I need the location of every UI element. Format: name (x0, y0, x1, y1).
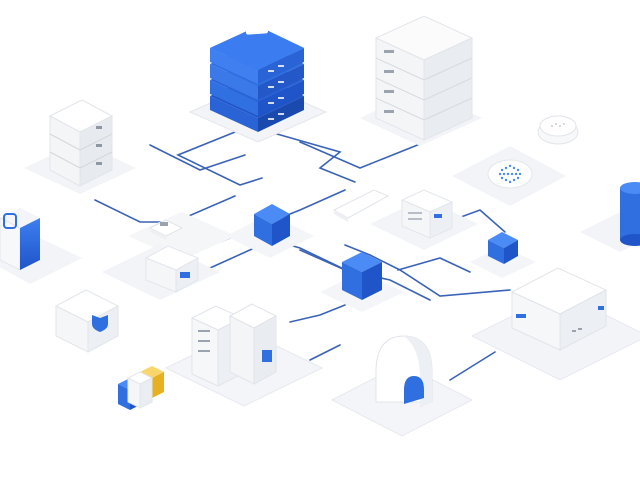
connection-line (299, 139, 431, 169)
gateway-icon (375, 335, 433, 408)
server-rack-icon (210, 21, 304, 132)
database-icon (620, 182, 640, 246)
blue-box-left (0, 208, 82, 284)
color-blocks (118, 366, 164, 410)
sensor-icon (539, 115, 577, 137)
connection-line (397, 257, 471, 273)
node-icon (488, 232, 518, 264)
blue-cube-mid (320, 252, 404, 312)
files-icon (190, 303, 278, 387)
blue-server-stack (188, 21, 328, 143)
connection-line (289, 304, 346, 323)
node-icon (342, 252, 382, 300)
server-icon (48, 99, 114, 187)
speaker-disc (452, 146, 566, 206)
puck-device (537, 115, 579, 145)
thin-device (332, 189, 390, 222)
router-icon (148, 219, 184, 240)
connection-line (309, 344, 341, 361)
blue-cylinder (580, 182, 640, 252)
white-cube-shield (54, 289, 120, 353)
connection-line (344, 244, 511, 297)
white-server-tower (360, 15, 482, 146)
blue-cube-right (470, 232, 536, 278)
arch-gateway (330, 335, 474, 437)
router-icon (0, 208, 40, 271)
white-cube-mid (102, 244, 220, 300)
connection-line (449, 351, 496, 381)
port-icon (434, 214, 442, 218)
connection-line (94, 195, 236, 223)
speaker-icon (487, 159, 533, 189)
server-icon (510, 267, 608, 351)
node-icon (254, 204, 290, 246)
file-server (164, 303, 324, 407)
flat-server-right (470, 267, 640, 381)
switch-icon (144, 245, 200, 293)
blue-cube-center (226, 204, 314, 258)
connection-line (269, 131, 356, 183)
small-white-server (24, 99, 136, 194)
shield-icon (92, 315, 108, 332)
white-doc-box (370, 189, 478, 250)
blocks-icon (118, 366, 164, 410)
connection-line (176, 129, 263, 186)
connection-line (149, 144, 246, 171)
server-rack-icon (374, 15, 474, 141)
